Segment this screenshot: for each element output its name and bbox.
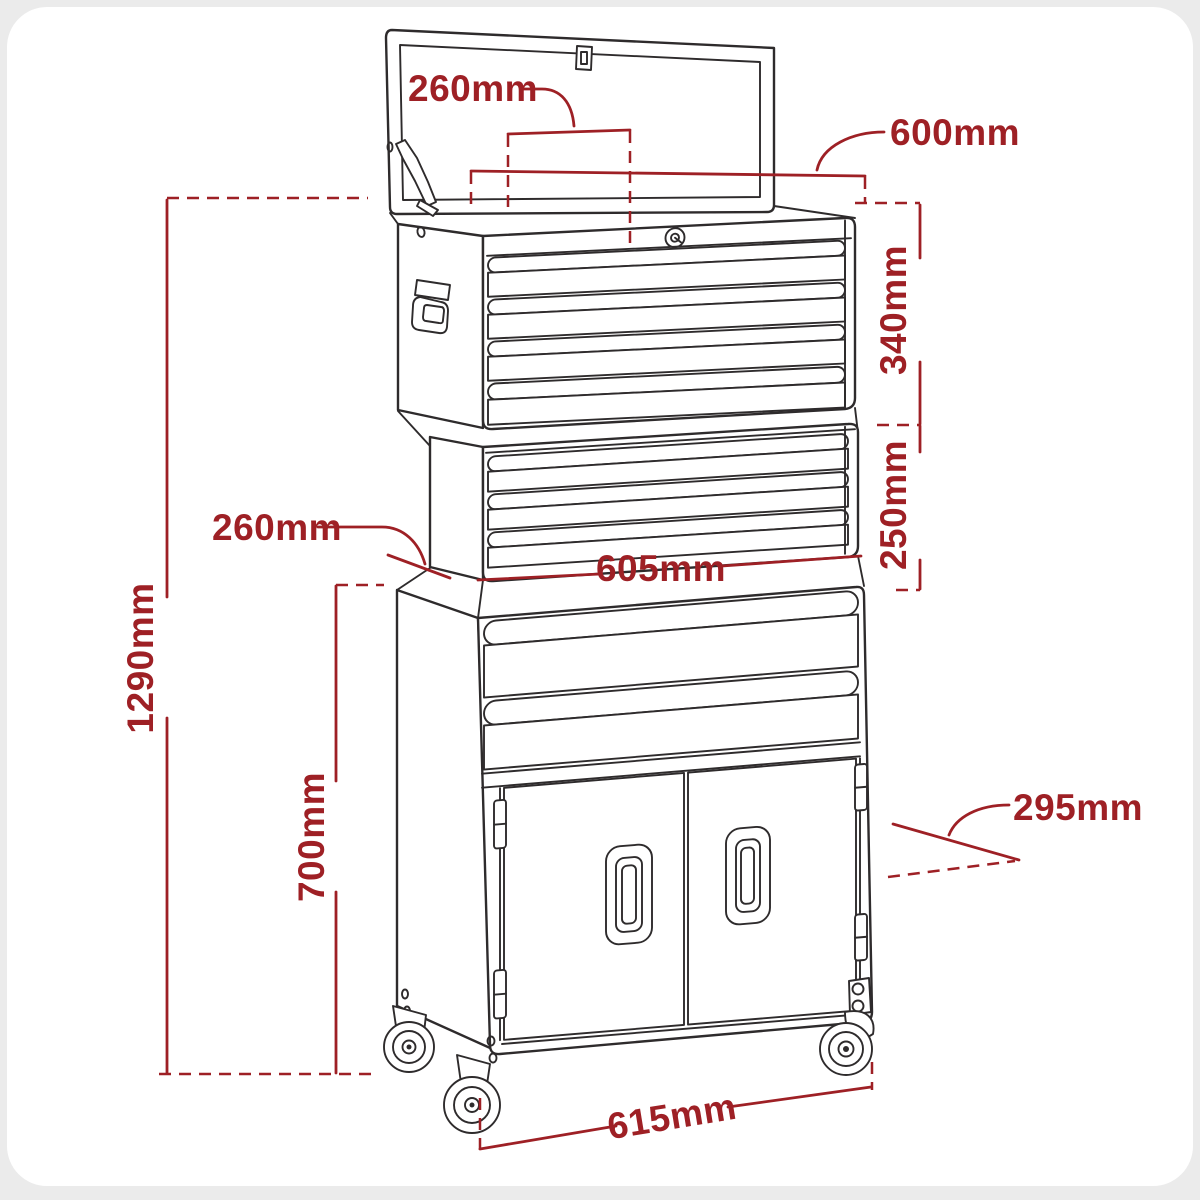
dimension-top-chest-height: 340mm bbox=[855, 201, 922, 427]
cabinet-door-left bbox=[503, 771, 685, 1041]
dimension-label-overall-height: 1290mm bbox=[120, 582, 161, 733]
cabinet-drawer-2 bbox=[483, 670, 859, 771]
bolt-hole-icon bbox=[386, 141, 394, 153]
dimension-cabinet-height: 700mm bbox=[291, 583, 384, 1075]
dimension-mid-box-width: 605mm bbox=[476, 548, 863, 589]
chest-top-edge bbox=[773, 205, 856, 219]
bolt-hole-icon bbox=[486, 1035, 496, 1047]
caster-front-left bbox=[443, 1054, 501, 1134]
tool-chest-drawing bbox=[383, 28, 875, 1134]
cabinet-door-right bbox=[687, 757, 857, 1026]
chest-lid-open bbox=[384, 28, 776, 217]
dimension-top-chest-depth: 260mm bbox=[408, 68, 632, 247]
keyhole-icon bbox=[664, 227, 686, 249]
chest-drawer-2 bbox=[487, 281, 846, 340]
cabinet-bottom-rail bbox=[501, 1013, 859, 1045]
dimension-label-top-chest-height: 340mm bbox=[873, 245, 914, 375]
door-hinges bbox=[493, 763, 868, 1020]
cabinet-drawer-1 bbox=[483, 590, 859, 699]
chest-top-edge bbox=[389, 212, 399, 225]
chest-side-handle-icon bbox=[411, 279, 451, 335]
cabinet-front-content bbox=[481, 590, 868, 1045]
bolt-hole-icon bbox=[416, 226, 426, 238]
top-chest bbox=[389, 203, 857, 431]
cabinet-divider-rail bbox=[481, 741, 861, 775]
lid-lock-tab-icon bbox=[575, 45, 593, 71]
mid-box bbox=[397, 407, 860, 583]
mid-box-side-panel bbox=[428, 435, 485, 582]
dimension-label-cabinet-depth: 295mm bbox=[1013, 787, 1143, 828]
dimension-mid-box-depth: 260mm bbox=[212, 507, 452, 580]
dimension-label-mid-box-depth: 260mm bbox=[212, 507, 342, 548]
chest-drawer-1 bbox=[487, 239, 846, 298]
chest-top-rail bbox=[486, 237, 852, 257]
dimension-label-mid-box-width: 605mm bbox=[596, 548, 726, 589]
dimension-label-mid-box-height: 250mm bbox=[873, 440, 914, 570]
mid-drawer-1 bbox=[487, 433, 849, 493]
lid-stay-arm bbox=[395, 139, 439, 217]
cabinet-top-edge bbox=[857, 555, 865, 587]
rolling-cabinet bbox=[383, 555, 875, 1134]
cabinet-top-edge bbox=[396, 567, 431, 591]
dimension-label-cabinet-height: 700mm bbox=[291, 772, 332, 902]
door-handle-right-icon bbox=[725, 825, 771, 926]
dimension-label-top-chest-width: 600mm bbox=[890, 112, 1020, 153]
bolt-hole-icon bbox=[401, 988, 409, 1000]
dimension-cabinet-depth: 295mm bbox=[887, 787, 1143, 879]
dimension-overall-height: 1290mm bbox=[120, 196, 377, 1076]
dimension-mid-box-height: 250mm bbox=[873, 424, 922, 592]
door-handle-left-icon bbox=[605, 843, 653, 946]
chest-front-content bbox=[486, 219, 852, 426]
mid-drawer-2 bbox=[487, 471, 849, 531]
caster-rear-left bbox=[383, 1005, 435, 1073]
caster-front-right bbox=[819, 977, 875, 1076]
dimension-top-chest-width: 600mm bbox=[469, 112, 1020, 210]
canvas-card bbox=[7, 7, 1193, 1186]
bolt-hole-icon bbox=[488, 1052, 498, 1064]
cabinet-divider-rail bbox=[481, 755, 861, 789]
mid-drawer-3 bbox=[487, 509, 849, 569]
mid-box-front-content bbox=[485, 425, 856, 569]
lid-outer bbox=[384, 28, 776, 216]
dimension-label-top-chest-depth: 260mm bbox=[408, 68, 538, 109]
cabinet-top-edge bbox=[477, 579, 484, 619]
mid-box-top-edge bbox=[397, 410, 431, 447]
mid-box-rim bbox=[485, 428, 856, 454]
